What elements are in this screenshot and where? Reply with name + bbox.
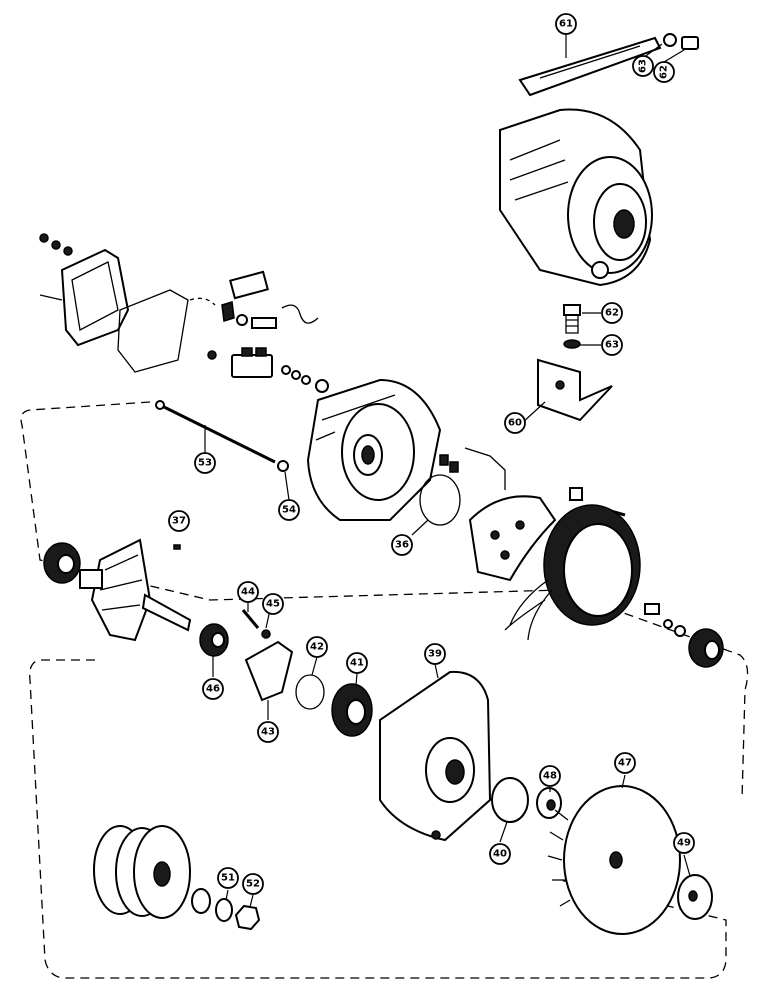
callout-63: 63 [632,55,654,77]
callout-36: 36 [391,534,413,556]
callout-53-label: 53 [198,458,212,469]
mounting-bracket-60 [537,358,613,422]
callout-63-lower: 63 [601,334,623,356]
o-ring-36 [419,474,461,526]
callout-43-label: 43 [261,727,275,738]
callout-51: 51 [217,867,239,889]
callout-46: 46 [202,678,224,700]
callout-62-lower-label: 62 [605,308,619,319]
callout-49: 49 [673,832,695,854]
rectifier-bridge [468,495,557,582]
washer-pulley [191,888,211,914]
collar-48 [536,787,562,819]
lockwasher-51 [215,898,233,922]
callout-48: 48 [539,765,561,787]
callout-53: 53 [194,452,216,474]
mounting-strap [518,36,662,97]
assembled-alternator [499,108,653,287]
washer-small [236,314,248,326]
drive-end-frame-39 [379,670,492,842]
seal-42 [295,674,325,710]
retainer-plate-43 [244,640,294,702]
lower-group-outline [29,659,727,979]
callout-60: 60 [504,412,526,434]
brush-plate [229,270,269,300]
callout-44: 44 [237,581,259,603]
callout-61-label: 61 [559,19,573,30]
callout-49-label: 49 [677,838,691,849]
woodruff-key-37 [173,544,181,550]
callout-45: 45 [262,593,284,615]
screw-terminal [251,317,277,329]
diode-pins [439,454,459,473]
spacer-46 [199,623,229,657]
upper-group-outline [20,401,749,801]
callout-62-lower: 62 [601,302,623,324]
callout-40-label: 40 [493,849,507,860]
screw-44 [241,609,260,629]
callout-42-label: 42 [310,642,324,653]
callout-62-label: 62 [659,65,670,79]
callout-39: 39 [424,643,446,665]
lockwasher-45 [261,629,271,639]
washer-63-top [663,33,677,47]
callout-46-label: 46 [206,684,220,695]
drive-end-bearing-hardware [644,603,724,668]
cover [60,248,130,347]
through-bolt-53 [155,400,276,464]
rear-bearing [43,542,81,584]
callout-40: 40 [489,843,511,865]
cover-screw-left [39,294,63,301]
gasket [117,289,189,373]
nut-52 [234,904,261,931]
callout-36-label: 36 [395,540,409,551]
cover-screws [39,233,73,256]
callout-54-label: 54 [282,505,296,516]
callout-63-label: 63 [638,59,649,73]
slip-ring-end-frame [306,378,442,521]
callout-62: 62 [653,61,675,83]
callout-61: 61 [555,13,577,35]
callout-51-label: 51 [221,873,235,884]
callout-63-lower-label: 63 [605,340,619,351]
terminal-nuts [281,365,329,393]
stator [504,504,641,641]
callout-37: 37 [168,510,190,532]
callout-48-label: 48 [543,771,557,782]
washer-63 [563,339,581,349]
regulator [231,347,273,378]
bolt-62 [563,304,581,334]
wire-lead [464,447,506,490]
lockwasher-54 [277,460,289,472]
callout-41-label: 41 [350,658,364,669]
regulator-screw [207,350,217,360]
square-nut [569,487,583,501]
callout-52: 52 [242,873,264,895]
callout-47-label: 47 [618,758,632,769]
callout-39-label: 39 [428,649,442,660]
spacer-40 [491,777,529,823]
callout-37-label: 37 [172,516,186,527]
pulley [93,825,191,919]
rotor [79,538,192,642]
fan-47 [547,785,681,935]
bolt-62-top [681,36,699,50]
callout-43: 43 [257,721,279,743]
callout-45-label: 45 [266,599,280,610]
brush [221,301,235,322]
callout-42: 42 [306,636,328,658]
callout-44-label: 44 [241,587,255,598]
callout-60-label: 60 [508,418,522,429]
callout-54: 54 [278,499,300,521]
callout-47: 47 [614,752,636,774]
callout-52-label: 52 [246,879,260,890]
gasket-leader [189,297,216,306]
callout-41: 41 [346,652,368,674]
spring-wire [281,304,319,324]
washer-49 [677,874,713,920]
bearing-41 [331,683,373,737]
